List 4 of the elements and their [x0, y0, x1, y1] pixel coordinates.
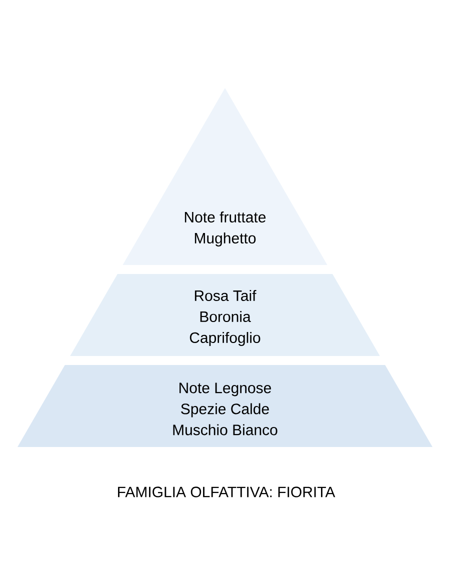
pyramid-tier: Note Legnose Spezie Calde Muschio Bianco [18, 365, 432, 447]
pyramid-tier: Rosa Taif Boronia Caprifoglio [70, 274, 380, 356]
pyramid-tier: Note fruttate Mughetto [122, 88, 328, 265]
caption: FAMIGLIA OLFATTIVA: FIORITA [118, 486, 336, 498]
